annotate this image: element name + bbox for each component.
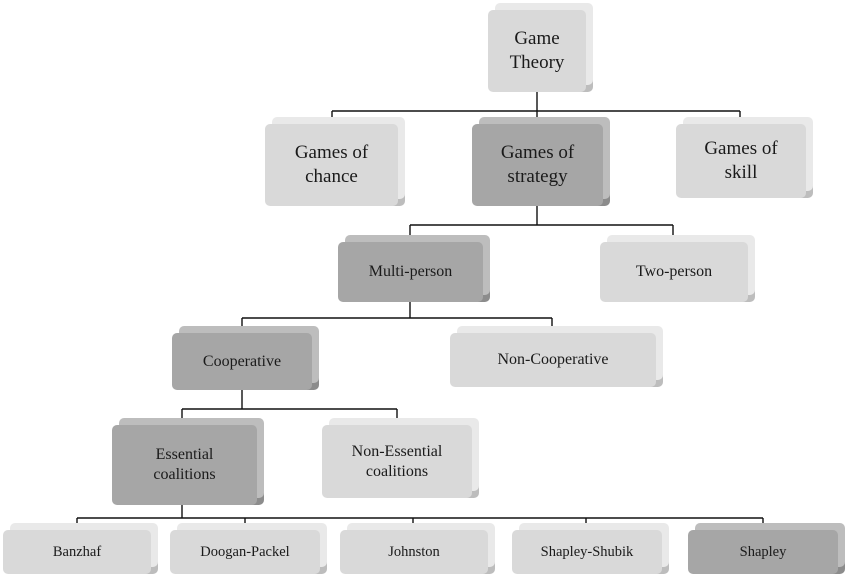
node-games-of-chance: Games of chance [265,124,398,206]
node-label: Johnston [388,543,440,560]
node-label: Multi-person [368,263,453,280]
node-multi-person: Multi-person [338,242,483,302]
node-label: Shapley-Shubik [540,543,634,560]
node-label: Games of chance [294,142,369,187]
node-games-of-strategy: Games of strategy [472,124,603,206]
node-label: Banzhaf [52,543,102,560]
node-johnston: Johnston [340,530,488,574]
node-cooperative: Cooperative [172,333,312,390]
node-shapley: Shapley [688,530,838,574]
node-label: Cooperative [202,352,282,370]
node-essential-coalitions: Essential coalitions [112,425,257,505]
node-label: Shapley [739,543,787,560]
node-label: Doogan-Packel [200,543,290,560]
node-doogan-packel: Doogan-Packel [170,530,320,574]
node-banzhaf: Banzhaf [3,530,151,574]
node-shapley-shubik: Shapley-Shubik [512,530,662,574]
node-games-of-skill: Games of skill [676,124,806,198]
node-non-cooperative: Non-Cooperative [450,333,656,387]
node-label: Non-Cooperative [497,351,609,368]
node-label: Game Theory [509,28,565,73]
node-label: Essential coalitions [153,446,216,483]
node-label: Non-Essential coalitions [351,442,443,480]
node-label: Games of strategy [500,142,575,187]
node-label: Two-person [635,263,713,280]
node-two-person: Two-person [600,242,748,302]
node-game-theory: Game Theory [488,10,586,92]
node-non-essential-coalitions: Non-Essential coalitions [322,425,472,498]
node-label: Games of skill [704,138,778,183]
